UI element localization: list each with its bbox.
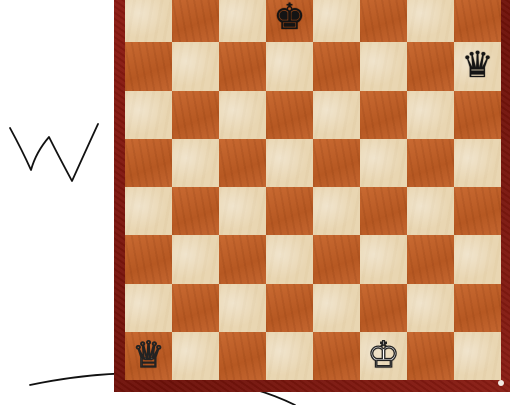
square-a5[interactable] [125, 139, 172, 187]
square-d3[interactable] [266, 235, 313, 283]
white-queen-icon[interactable]: ♕ [132, 338, 164, 374]
square-d4[interactable] [266, 187, 313, 235]
square-g7[interactable] [407, 42, 454, 90]
square-c5[interactable] [219, 139, 266, 187]
square-a7[interactable] [125, 42, 172, 90]
square-g5[interactable] [407, 139, 454, 187]
square-c6[interactable] [219, 91, 266, 139]
square-f6[interactable] [360, 91, 407, 139]
square-h6[interactable] [454, 91, 501, 139]
square-b1[interactable] [172, 332, 219, 380]
square-e4[interactable] [313, 187, 360, 235]
square-e2[interactable] [313, 284, 360, 332]
square-b5[interactable] [172, 139, 219, 187]
square-f4[interactable] [360, 187, 407, 235]
square-g2[interactable] [407, 284, 454, 332]
square-e5[interactable] [313, 139, 360, 187]
square-h7[interactable]: ♛ [454, 42, 501, 90]
square-d2[interactable] [266, 284, 313, 332]
square-c4[interactable] [219, 187, 266, 235]
chessboard[interactable]: ♚ ♛ ♕ ♔ [125, 0, 501, 380]
square-h3[interactable] [454, 235, 501, 283]
square-b2[interactable] [172, 284, 219, 332]
square-f3[interactable] [360, 235, 407, 283]
square-h8[interactable] [454, 0, 501, 42]
square-a3[interactable] [125, 235, 172, 283]
square-c2[interactable] [219, 284, 266, 332]
corner-dot-icon [498, 380, 504, 386]
square-b3[interactable] [172, 235, 219, 283]
square-c1[interactable] [219, 332, 266, 380]
square-d6[interactable] [266, 91, 313, 139]
square-h4[interactable] [454, 187, 501, 235]
black-queen-icon[interactable]: ♛ [461, 48, 493, 84]
square-g1[interactable] [407, 332, 454, 380]
square-f1[interactable]: ♔ [360, 332, 407, 380]
square-a6[interactable] [125, 91, 172, 139]
chessboard-frame: ♚ ♛ ♕ ♔ [114, 0, 510, 392]
square-b7[interactable] [172, 42, 219, 90]
square-a1[interactable]: ♕ [125, 332, 172, 380]
square-h2[interactable] [454, 284, 501, 332]
square-g3[interactable] [407, 235, 454, 283]
square-d8[interactable]: ♚ [266, 0, 313, 42]
square-g8[interactable] [407, 0, 454, 42]
square-f7[interactable] [360, 42, 407, 90]
square-d7[interactable] [266, 42, 313, 90]
square-a4[interactable] [125, 187, 172, 235]
square-e6[interactable] [313, 91, 360, 139]
square-b4[interactable] [172, 187, 219, 235]
square-f2[interactable] [360, 284, 407, 332]
black-king-icon[interactable]: ♚ [273, 0, 305, 36]
square-f5[interactable] [360, 139, 407, 187]
square-h1[interactable] [454, 332, 501, 380]
square-b6[interactable] [172, 91, 219, 139]
square-h5[interactable] [454, 139, 501, 187]
square-e1[interactable] [313, 332, 360, 380]
square-g6[interactable] [407, 91, 454, 139]
square-d5[interactable] [266, 139, 313, 187]
square-a2[interactable] [125, 284, 172, 332]
square-c8[interactable] [219, 0, 266, 42]
square-f8[interactable] [360, 0, 407, 42]
square-g4[interactable] [407, 187, 454, 235]
square-d1[interactable] [266, 332, 313, 380]
square-e3[interactable] [313, 235, 360, 283]
white-king-icon[interactable]: ♔ [367, 338, 399, 374]
square-c7[interactable] [219, 42, 266, 90]
square-c3[interactable] [219, 235, 266, 283]
square-b8[interactable] [172, 0, 219, 42]
handwritten-w [10, 124, 98, 181]
square-a8[interactable] [125, 0, 172, 42]
square-e8[interactable] [313, 0, 360, 42]
square-e7[interactable] [313, 42, 360, 90]
